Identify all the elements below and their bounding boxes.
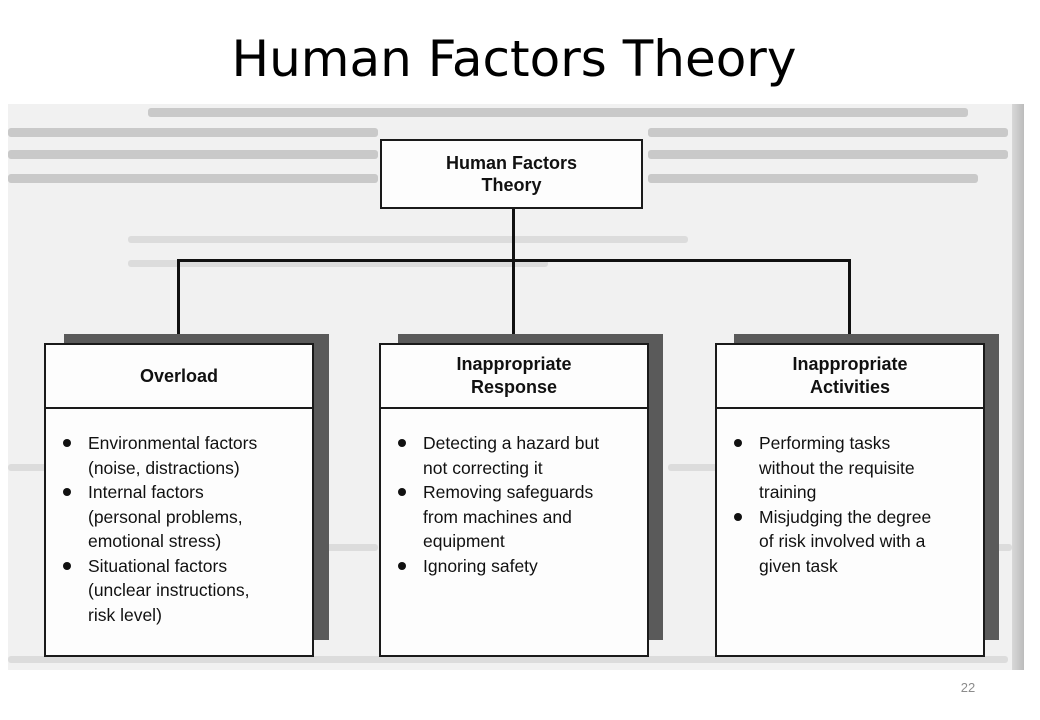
faded-text-line: [648, 128, 1008, 137]
faded-text-line: [648, 150, 1008, 159]
scan-page-edge: [1012, 104, 1024, 670]
page-number: 22: [960, 680, 976, 695]
faded-text-line: [128, 236, 688, 243]
category-item-line: risk level): [88, 604, 162, 625]
category-item-line: (personal problems,: [88, 506, 243, 527]
category-item: Internal factors (personal problems, emo…: [60, 480, 304, 554]
branch-connector-response: [512, 259, 515, 345]
category-item-line: (unclear instructions,: [88, 580, 250, 600]
category-item: Performing tasks without the requisite t…: [731, 431, 975, 505]
category-node-inappropriate-response: Inappropriate Response Detecting a hazar…: [379, 343, 649, 657]
faded-text-line: [668, 464, 718, 471]
category-item-line: not correcting it: [423, 457, 543, 478]
category-item: Environmental factors (noise, distractio…: [60, 431, 304, 480]
category-item-line: given task: [759, 555, 838, 576]
category-heading: Inappropriate Activities: [717, 345, 983, 409]
faded-text-line: [128, 260, 548, 267]
root-node: Human Factors Theory: [380, 139, 643, 209]
faded-text-line: [8, 464, 48, 471]
category-item-line: Environmental factors: [88, 433, 258, 453]
category-item-line: Detecting a hazard but: [423, 433, 600, 453]
root-connector: [512, 207, 515, 261]
root-node-line: Human Factors: [445, 153, 578, 173]
faded-text-line: [8, 128, 378, 137]
faded-text-line: [988, 544, 1012, 551]
root-node-line: Theory: [481, 175, 542, 195]
category-item-line: Removing safeguards: [423, 482, 594, 502]
faded-text-line: [648, 174, 978, 183]
slide-title: Human Factors Theory: [231, 30, 797, 88]
faded-text-line: [318, 544, 378, 551]
category-item-list: Performing tasks without the requisite t…: [717, 409, 983, 578]
category-heading: Inappropriate Response: [381, 345, 647, 409]
branch-connector-overload: [177, 259, 180, 345]
category-item-line: Ignoring safety: [423, 555, 538, 576]
category-item-line: Situational factors: [88, 555, 228, 576]
category-item-list: Environmental factors (noise, distractio…: [46, 409, 312, 627]
category-heading-line: Inappropriate: [792, 354, 908, 374]
category-item: Misjudging the degree of risk involved w…: [731, 505, 975, 579]
category-item-line: from machines and: [423, 506, 572, 527]
branch-connector-activities: [848, 259, 851, 345]
category-item-line: of risk involved with a: [759, 531, 926, 551]
category-item-line: Misjudging the degree: [759, 506, 932, 527]
category-item-line: (noise, distractions): [88, 457, 240, 478]
category-item-line: equipment: [423, 531, 505, 551]
category-item-line: training: [759, 482, 817, 502]
category-heading-line: Activities: [809, 377, 891, 397]
faded-text-line: [8, 150, 378, 159]
category-node-overload: Overload Environmental factors (noise, d…: [44, 343, 314, 657]
faded-text-line: [8, 656, 1008, 663]
category-heading-line: Response: [470, 377, 558, 397]
category-item: Removing safeguards from machines and eq…: [395, 480, 639, 554]
category-heading: Overload: [46, 345, 312, 409]
category-item-list: Detecting a hazard but not correcting it…: [381, 409, 647, 578]
category-item: Situational factors (unclear instruction…: [60, 554, 304, 628]
category-item-line: Internal factors: [88, 482, 204, 502]
category-item-line: without the requisite: [759, 457, 915, 478]
faded-text-line: [148, 108, 968, 117]
category-heading-line: Overload: [139, 365, 219, 386]
category-node-inappropriate-activities: Inappropriate Activities Performing task…: [715, 343, 985, 657]
category-item: Detecting a hazard but not correcting it: [395, 431, 639, 480]
category-item: Ignoring safety: [395, 554, 639, 579]
category-heading-line: Inappropriate: [456, 354, 572, 374]
faded-text-line: [8, 174, 378, 183]
category-item-line: emotional stress): [88, 531, 222, 551]
category-item-line: Performing tasks: [759, 433, 891, 453]
